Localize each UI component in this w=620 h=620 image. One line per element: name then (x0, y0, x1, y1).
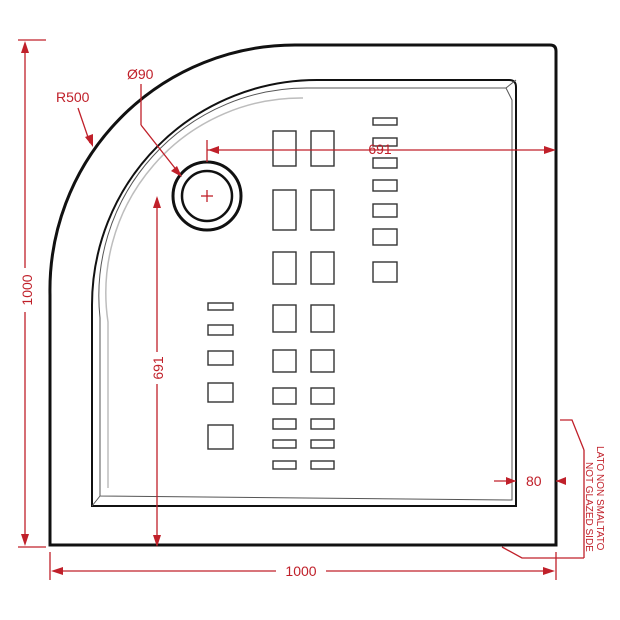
label-mask (150, 352, 165, 384)
pad (310, 387, 335, 405)
pad (372, 117, 398, 126)
pad (310, 349, 335, 373)
dim-rim: 80 (494, 473, 566, 489)
radius-label: R500 (56, 89, 90, 105)
pad (372, 157, 398, 169)
pad (310, 304, 335, 333)
arrow-left (51, 567, 63, 575)
diameter-label: Ø90 (127, 66, 154, 82)
pad (272, 189, 297, 231)
pad (207, 382, 234, 403)
pad (372, 228, 398, 246)
arrow-right (544, 146, 556, 154)
pad (310, 460, 335, 470)
width-label: 1000 (285, 563, 316, 579)
pad (272, 418, 297, 430)
pad (310, 130, 335, 167)
dim-width: 1000 (49, 552, 557, 580)
bevel-corner-bottom (91, 495, 101, 507)
tray-outline (48, 43, 558, 547)
leader-line-diag (140, 124, 179, 173)
pad (272, 460, 297, 470)
arrow-right (506, 477, 516, 485)
side-note-it: LATO NON SMALTATO (594, 446, 605, 551)
pad (207, 324, 234, 336)
label-mask (276, 562, 326, 580)
pad (272, 439, 297, 449)
drain (171, 160, 243, 232)
pad (310, 189, 335, 231)
drain-x-label: 691 (368, 141, 392, 157)
arrow-right (543, 567, 555, 575)
arrow-down (21, 534, 29, 546)
anti-slip-pads (207, 117, 398, 470)
pad (207, 424, 234, 450)
dim-drain-x: 691 (206, 140, 556, 162)
bevel-corner-top (505, 79, 517, 89)
arrow-left (556, 477, 566, 485)
note-bracket-bottom (501, 546, 584, 559)
pad (310, 251, 335, 285)
drain-inner-ring (180, 169, 234, 223)
side-note-en: NOT GLAZED SIDE (583, 462, 594, 552)
pad (272, 130, 297, 167)
label-mask (18, 268, 33, 312)
basin-shadow (105, 97, 304, 488)
dim-drain-y: 691 (150, 196, 166, 547)
pad (372, 179, 398, 192)
pad (310, 439, 335, 449)
arrow-down (153, 535, 161, 547)
leader-arrow (85, 134, 93, 147)
rim-label: 80 (526, 473, 542, 489)
arrow-up (21, 41, 29, 53)
arrow-up (153, 196, 161, 208)
pad (272, 304, 297, 333)
pad (272, 387, 297, 405)
note-bracket-top (560, 419, 585, 451)
pad (372, 203, 398, 218)
pad (207, 302, 234, 311)
basin-bevel (98, 87, 513, 501)
pad (372, 261, 398, 283)
radius-callout: R500 (56, 89, 93, 147)
pad (207, 350, 234, 366)
height-label: 1000 (19, 274, 35, 305)
leader-arrow (171, 166, 182, 177)
pad (372, 137, 398, 147)
drain-y-label: 691 (150, 356, 166, 380)
diameter-callout: Ø90 (127, 66, 182, 177)
pad (272, 251, 297, 285)
arrow-left (208, 146, 219, 154)
pad (310, 418, 335, 430)
pad (272, 349, 297, 373)
side-note: LATO NON SMALTATO NOT GLAZED SIDE (501, 419, 605, 559)
dim-height: 1000 (18, 39, 46, 548)
